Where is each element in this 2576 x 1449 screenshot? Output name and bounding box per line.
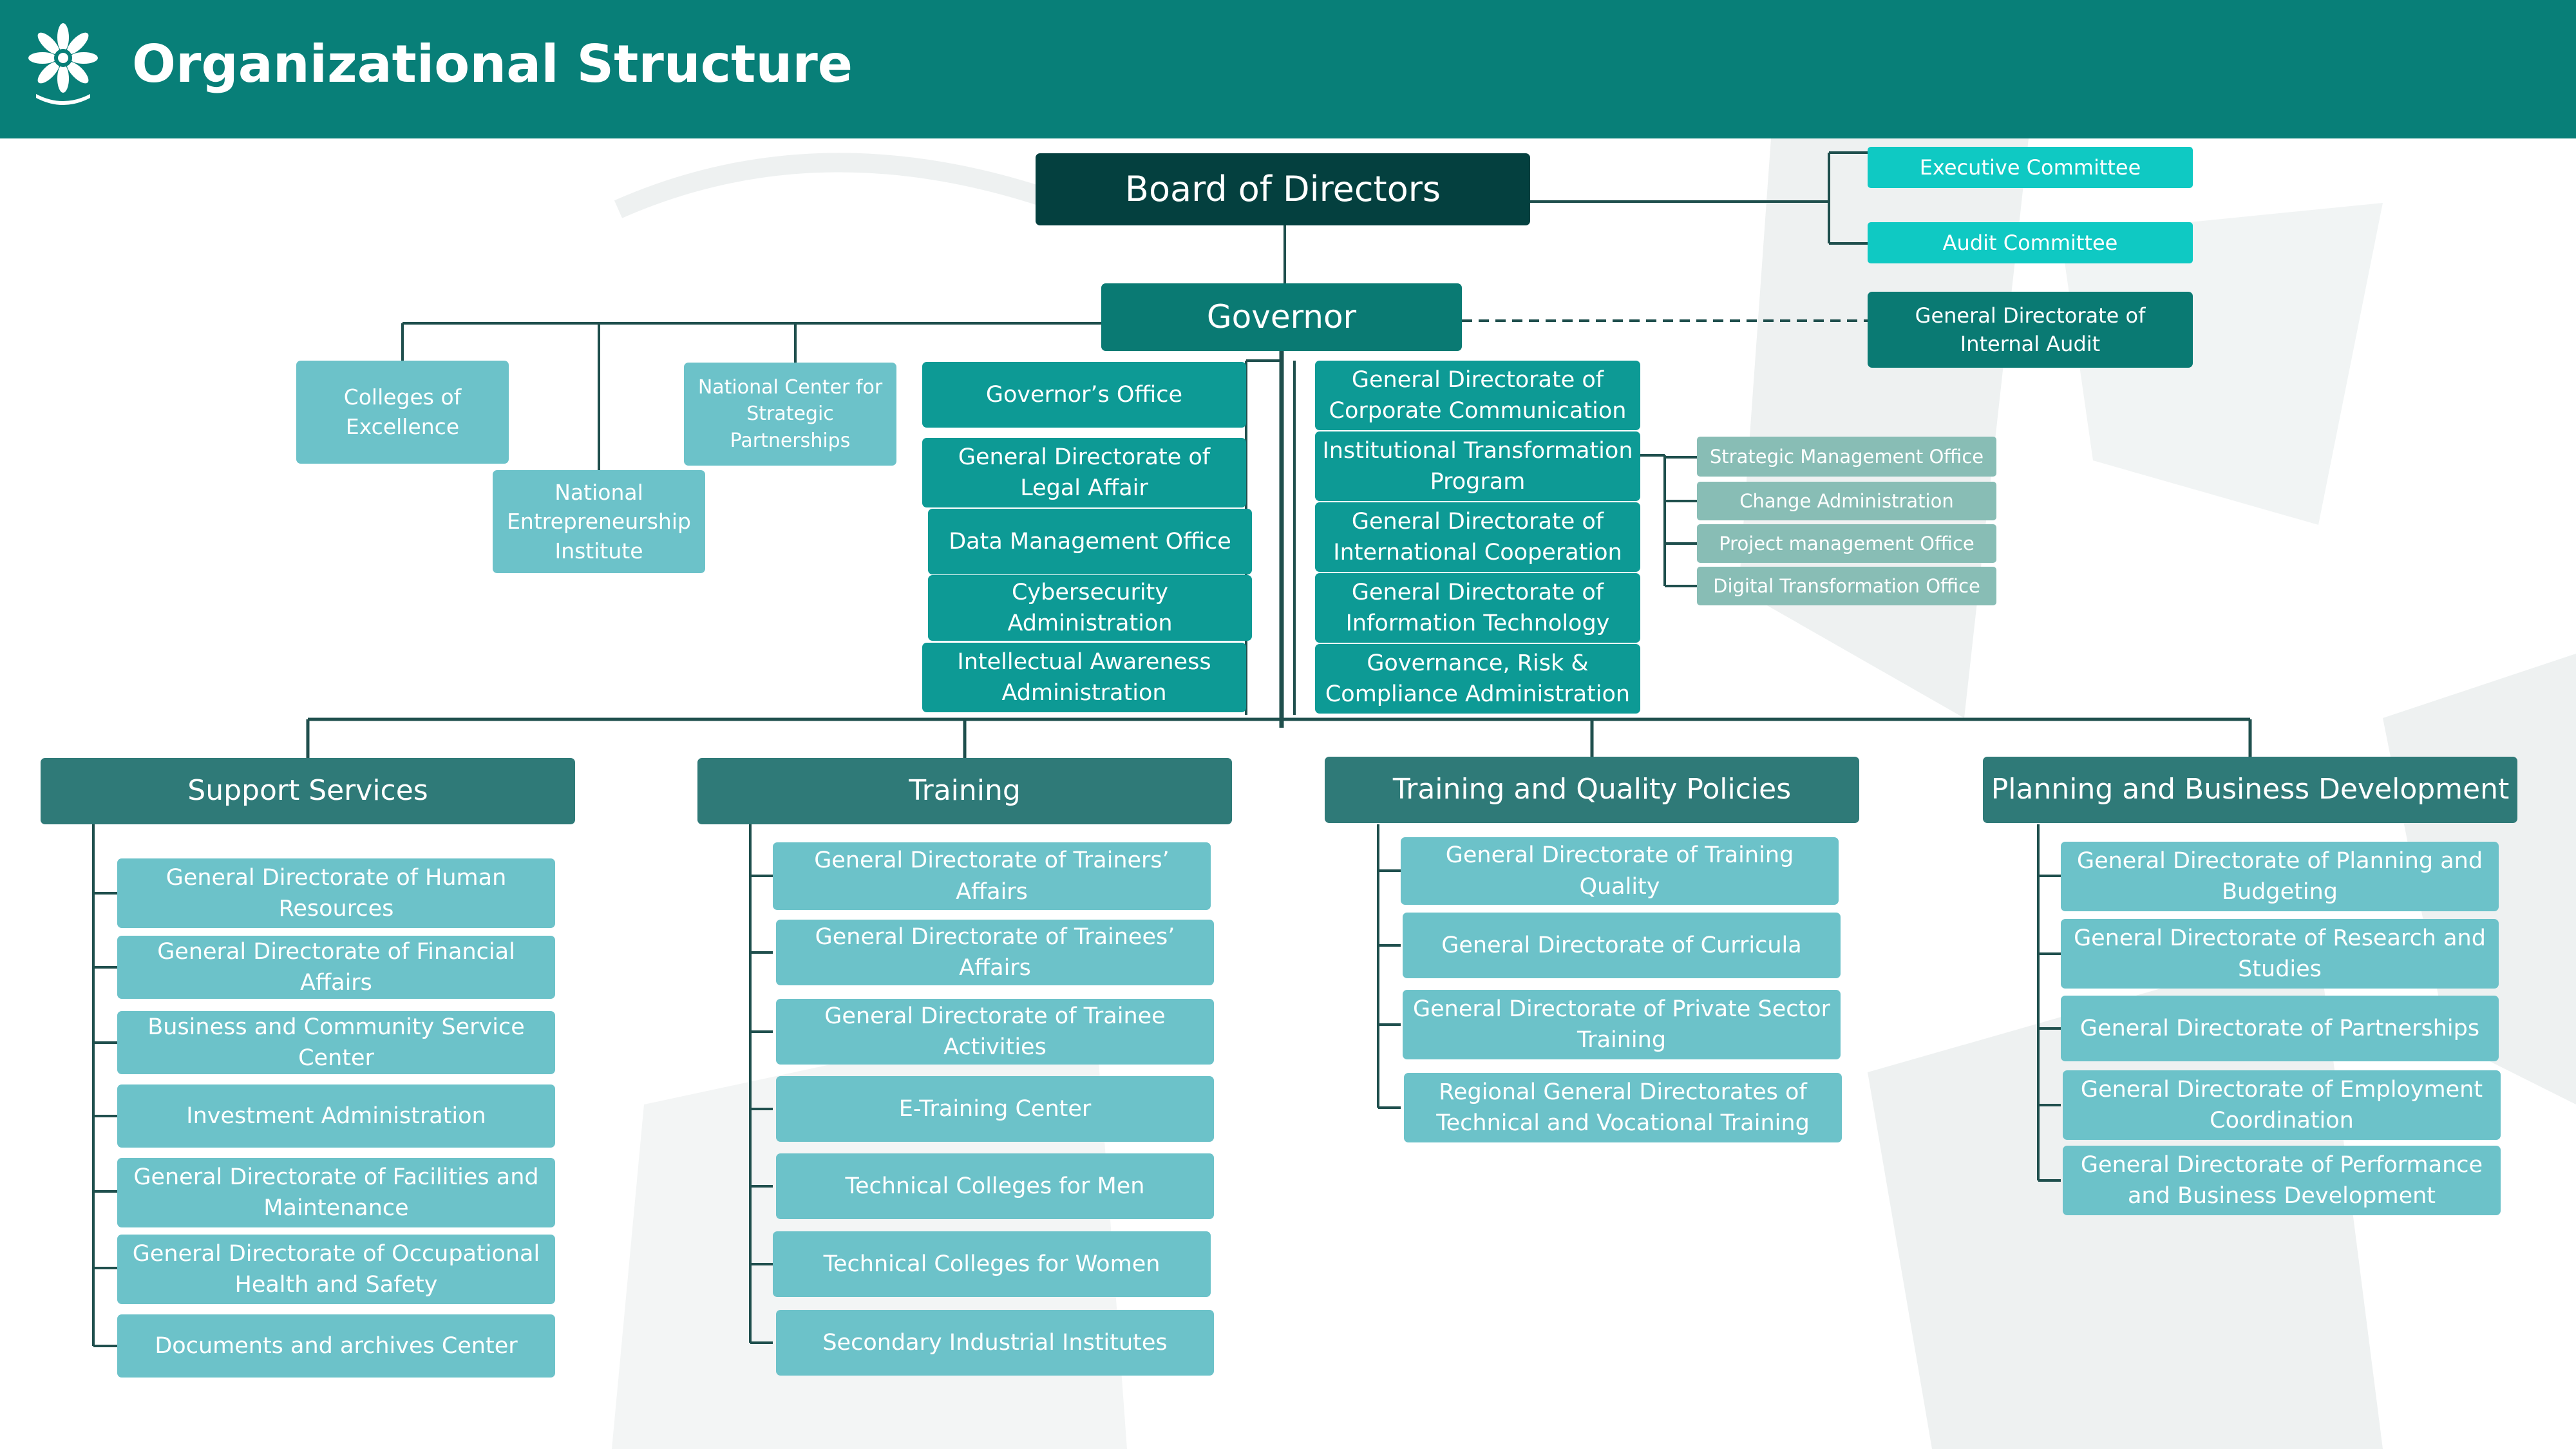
project-management-office-box: Project management Office — [1697, 524, 1996, 563]
list-item: General Directorate of Employment Coordi… — [2063, 1070, 2501, 1140]
governor-box: Governor — [1101, 283, 1462, 351]
list-item: General Directorate of Curricula — [1403, 913, 1841, 978]
list-item: Documents and archives Center — [117, 1314, 555, 1378]
international-cooperation-box: General Directorate of International Coo… — [1315, 502, 1640, 572]
intellectual-awareness-box: Intellectual Awareness Administration — [922, 643, 1246, 712]
national-entrepreneurship-institute-box: National Entrepreneurship Institute — [493, 470, 705, 573]
list-item: General Directorate of Performance and B… — [2063, 1146, 2501, 1215]
list-item: General Directorate of Occupational Heal… — [117, 1235, 555, 1304]
list-item: General Directorate of Human Resources — [117, 858, 555, 928]
cybersecurity-administration-box: Cybersecurity Administration — [928, 575, 1252, 641]
list-item: General Directorate of Partnerships — [2061, 996, 2499, 1061]
list-item: General Directorate of Trainees’ Affairs — [776, 920, 1214, 985]
list-item: General Directorate of Planning and Budg… — [2061, 842, 2499, 911]
list-item: General Directorate of Trainers’ Affairs — [773, 842, 1211, 910]
board-of-directors-box: Board of Directors — [1036, 153, 1530, 225]
institutional-transformation-box: Institutional Transformation Program — [1315, 431, 1640, 501]
executive-committee-box: Executive Committee — [1868, 147, 2193, 188]
data-management-office-box: Data Management Office — [928, 509, 1252, 574]
national-center-strategic-partnerships-box: National Center for Strategic Partnershi… — [684, 363, 896, 466]
list-item: Technical Colleges for Men — [776, 1153, 1214, 1219]
list-item: General Directorate of Research and Stud… — [2061, 919, 2499, 989]
governance-risk-compliance-box: Governance, Risk & Compliance Administra… — [1315, 644, 1640, 714]
governors-office-box: Governor’s Office — [922, 362, 1246, 428]
list-item: General Directorate of Trainee Activitie… — [776, 999, 1214, 1065]
list-item: General Directorate of Financial Affairs — [117, 936, 555, 999]
training-quality-policies-header: Training and Quality Policies — [1325, 757, 1859, 823]
list-item: Technical Colleges for Women — [773, 1231, 1211, 1297]
internal-audit-box: General Directorate of Internal Audit — [1868, 292, 2193, 368]
strategic-management-office-box: Strategic Management Office — [1697, 437, 1996, 477]
list-item: Investment Administration — [117, 1084, 555, 1148]
colleges-of-excellence-box: Colleges of Excellence — [296, 361, 509, 464]
list-item: General Directorate of Facilities and Ma… — [117, 1158, 555, 1227]
list-item: Business and Community Service Center — [117, 1011, 555, 1074]
support-services-header: Support Services — [41, 758, 575, 824]
logo-icon — [28, 23, 98, 105]
information-technology-box: General Directorate of Information Techn… — [1315, 573, 1640, 643]
list-item: E-Training Center — [776, 1076, 1214, 1142]
list-item: General Directorate of Training Quality — [1401, 837, 1839, 905]
audit-committee-box: Audit Committee — [1868, 222, 2193, 263]
list-item: Regional General Directorates of Technic… — [1404, 1073, 1842, 1142]
change-administration-box: Change Administration — [1697, 482, 1996, 520]
planning-business-development-header: Planning and Business Development — [1983, 757, 2517, 823]
legal-affair-box: General Directorate of Legal Affair — [922, 438, 1246, 507]
digital-transformation-office-box: Digital Transformation Office — [1697, 567, 1996, 605]
page-title: Organizational Structure — [132, 34, 853, 94]
corporate-communication-box: General Directorate of Corporate Communi… — [1315, 361, 1640, 430]
list-item: Secondary Industrial Institutes — [776, 1310, 1214, 1376]
training-header: Training — [697, 758, 1232, 824]
header-bar: Organizational Structure — [0, 0, 2576, 138]
list-item: General Directorate of Private Sector Tr… — [1403, 990, 1841, 1059]
